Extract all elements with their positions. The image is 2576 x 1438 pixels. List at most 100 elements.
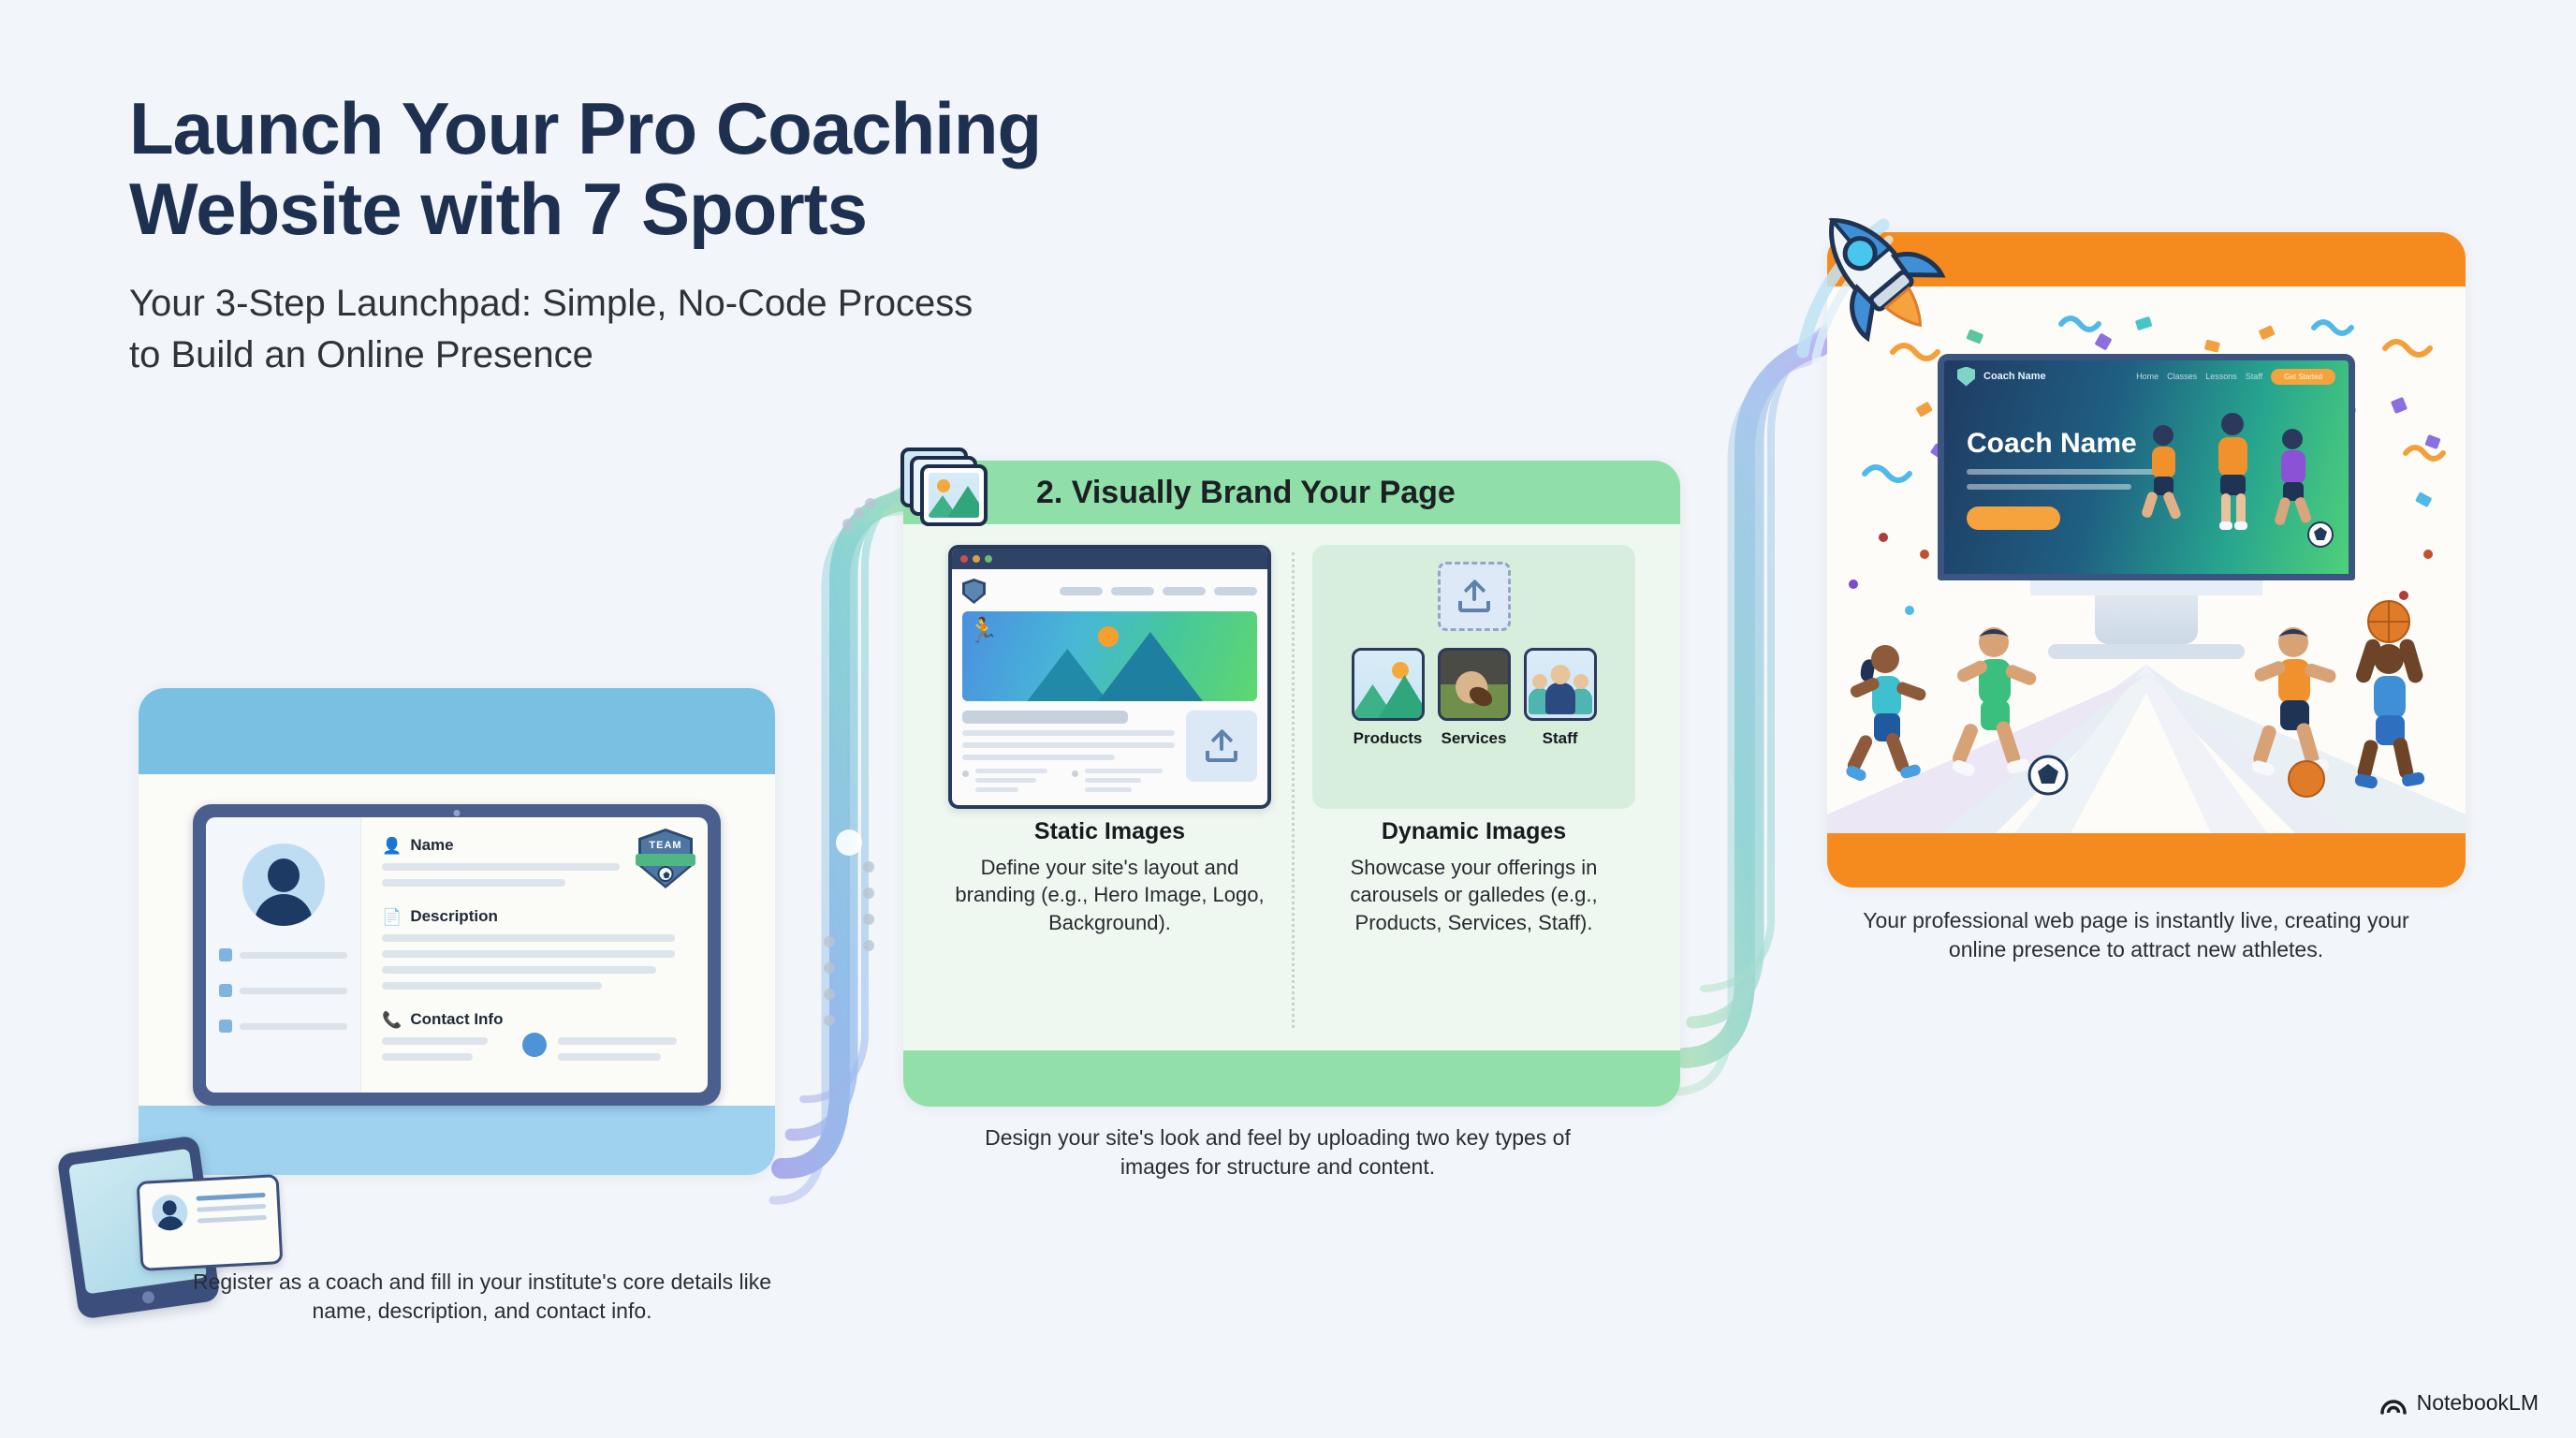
text-placeholder <box>962 742 1175 748</box>
nav-item[interactable] <box>1111 587 1154 595</box>
get-started-button[interactable]: Get Started <box>2271 368 2335 385</box>
page-heading: Launch Your Pro Coaching Website with 7 … <box>129 88 1365 381</box>
upload-dropzone[interactable] <box>1437 562 1511 631</box>
thumbnail-staff[interactable]: Staff <box>1523 648 1597 748</box>
thumbnail-products[interactable]: Products <box>1351 648 1425 748</box>
services-image <box>1437 648 1511 721</box>
name-input[interactable] <box>382 863 621 871</box>
image-stack-icon <box>900 448 992 530</box>
sun-icon <box>1097 626 1119 647</box>
name-input-secondary[interactable] <box>382 879 565 887</box>
step-1-bottom-band <box>139 1106 775 1175</box>
maximize-icon[interactable] <box>985 555 992 563</box>
id-card-icon <box>136 1174 284 1271</box>
browser-titlebar <box>952 549 1267 569</box>
upload-placeholder[interactable] <box>1186 711 1257 782</box>
name-field-header: 👤 Name <box>382 836 687 855</box>
minimize-icon[interactable] <box>973 555 980 563</box>
live-website-page: Coach Name Home Classes Lessons Staff Ge… <box>1944 360 2349 574</box>
site-brand-name: Coach Name <box>1983 371 2046 382</box>
id-card-lines <box>196 1190 268 1254</box>
dynamic-images-pane: Products Services Staff <box>1292 545 1656 1050</box>
contact-field-label: Contact Info <box>410 1010 504 1028</box>
avatar <box>242 844 325 926</box>
text-placeholder <box>962 730 1175 736</box>
sidebar-item-label <box>240 987 348 994</box>
step-2-title: 2. Visually Brand Your Page <box>1036 474 1456 510</box>
monitor-screen: Coach Name Home Classes Lessons Staff Ge… <box>1938 354 2355 580</box>
page-title-line2: Website with 7 Sports <box>129 167 868 250</box>
text-placeholder <box>962 755 1116 760</box>
step-3-caption: Your professional web page is instantly … <box>1863 908 2409 961</box>
close-icon[interactable] <box>960 555 968 563</box>
dynamic-images-title: Dynamic Images <box>1381 818 1567 844</box>
name-field-label: Name <box>410 836 454 854</box>
description-input-line[interactable] <box>382 966 657 974</box>
thumbnail-row: Products Services Staff <box>1351 648 1597 748</box>
nav-item[interactable] <box>1060 587 1103 595</box>
team-badge-text: TEAM <box>649 840 682 851</box>
sidebar-item-profile[interactable] <box>219 948 348 961</box>
site-navbar: Coach Name Home Classes Lessons Staff Ge… <box>1944 360 2349 392</box>
soccer-ball-icon <box>657 866 674 882</box>
static-images-description: Define your site's layout and branding (… <box>955 856 1265 934</box>
monitor-foot <box>2048 644 2245 659</box>
nav-item-classes[interactable]: Classes <box>2167 372 2198 381</box>
email-icon <box>522 1033 548 1057</box>
pane-divider <box>1292 552 1295 1028</box>
desktop-monitor: Coach Name Home Classes Lessons Staff Ge… <box>1938 354 2355 659</box>
bullet-dot <box>1072 770 1078 777</box>
description-input-line[interactable] <box>382 982 602 990</box>
hero-text-line <box>1967 469 2163 475</box>
bullet-row <box>962 769 1175 797</box>
page-title: Launch Your Pro Coaching Website with 7 … <box>129 88 1365 250</box>
contact-input-line[interactable] <box>382 1053 473 1061</box>
thumbnail-services[interactable]: Services <box>1437 648 1511 748</box>
team-badge-icon: TEAM <box>636 829 695 888</box>
static-images-title: Static Images <box>1033 818 1186 844</box>
upload-icon <box>1206 730 1237 762</box>
step-2-header: 2. Visually Brand Your Page <box>903 461 1680 524</box>
browser-body: 🏃 <box>952 569 1267 805</box>
products-image <box>1351 648 1425 721</box>
description-input-line[interactable] <box>382 950 675 958</box>
nav-item[interactable] <box>1214 587 1257 595</box>
notebooklm-watermark: NotebookLM <box>2379 1390 2539 1416</box>
person-icon <box>219 948 232 961</box>
sidebar-item-label <box>240 1022 348 1030</box>
link-icon <box>219 1020 232 1033</box>
athlete-runner-teal <box>1846 645 1926 782</box>
nav-item-lessons[interactable]: Lessons <box>2205 372 2237 381</box>
tablet-device: TEAM 👤 Name 📄 Description <box>193 804 721 1106</box>
page-subtitle-line2: to Build an Online Presence <box>129 333 593 375</box>
document-icon <box>219 984 232 997</box>
step-3-scene: Coach Name Home Classes Lessons Staff Ge… <box>1827 286 2466 833</box>
hero-image: 🏃 <box>962 611 1257 701</box>
hero-cta-button[interactable] <box>1967 506 2060 530</box>
contact-input-line[interactable] <box>558 1053 662 1061</box>
monitor-chin <box>2030 580 2262 595</box>
sidebar-item-links[interactable] <box>219 1020 348 1033</box>
text-column <box>962 711 1175 797</box>
step-2-card: 2. Visually Brand Your Page <box>903 461 1680 1107</box>
heading-placeholder <box>962 711 1129 724</box>
contact-input-line[interactable] <box>558 1037 677 1045</box>
upload-icon <box>1457 580 1490 612</box>
nav-item[interactable] <box>1163 587 1206 595</box>
nav-item-staff[interactable]: Staff <box>2245 372 2263 381</box>
thumbnail-label: Products <box>1353 729 1423 747</box>
page-subtitle: Your 3-Step Launchpad: Simple, No-Code P… <box>129 278 1365 381</box>
contact-input-line[interactable] <box>382 1037 489 1045</box>
dynamic-images-description: Showcase your offerings in carousels or … <box>1350 856 1598 934</box>
athletes-illustration <box>2142 413 2334 548</box>
athlete-player-blue <box>2354 600 2425 789</box>
sidebar-item-documents[interactable] <box>219 984 348 997</box>
description-input-line[interactable] <box>382 934 675 942</box>
nav-item-home[interactable]: Home <box>2136 372 2159 381</box>
confetti-decoration <box>1827 286 2466 833</box>
runner-icon: 🏃 <box>968 616 999 644</box>
website-preview-window: 🏃 <box>948 545 1271 809</box>
sidebar-item-label <box>240 951 348 959</box>
note-icon: 📄 <box>382 907 402 926</box>
